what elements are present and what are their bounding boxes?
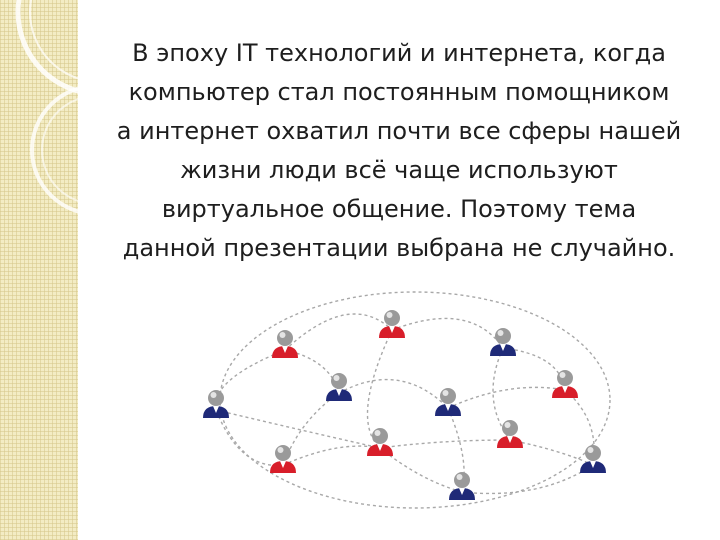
network-link (215, 409, 381, 449)
text-line: компьютер стал постоянным помощником (128, 78, 670, 106)
person-blue-icon (449, 472, 475, 500)
network-link (282, 445, 381, 466)
person-red-icon (379, 310, 405, 338)
person-blue-icon (580, 445, 606, 473)
network-link (379, 447, 463, 493)
network-link (379, 439, 511, 449)
text-line: данной презентации выбрана не случайно. (122, 234, 676, 262)
network-link (219, 291, 611, 509)
person-red-icon (270, 445, 296, 473)
slide-body-text: В эпоху IT технологий и интернета, когда… (94, 34, 704, 268)
text-line: виртуальное общение. Поэтому тема (161, 195, 637, 223)
network-link (214, 349, 286, 411)
network-link (282, 392, 340, 466)
network-link (509, 439, 594, 466)
network-people (203, 310, 606, 500)
text-line: В эпоху IT технологий и интернета, когда (132, 39, 666, 67)
network-links (214, 291, 611, 509)
person-blue-icon (203, 390, 229, 418)
person-blue-icon (326, 373, 352, 401)
person-blue-icon (435, 388, 461, 416)
network-link (215, 409, 284, 467)
person-blue-icon (490, 328, 516, 356)
network-link (447, 386, 566, 409)
person-red-icon (367, 428, 393, 456)
network-link (391, 317, 504, 349)
person-red-icon (272, 330, 298, 358)
person-red-icon (552, 370, 578, 398)
network-link (338, 378, 449, 409)
text-line: жизни люди всё чаще используют (180, 156, 618, 184)
ring-ornament-icon (15, 0, 78, 214)
decorative-side-strip (0, 0, 78, 540)
network-link (461, 464, 594, 495)
network-link (284, 313, 393, 351)
text-line: а интернет охватил почти все сферы нашей (116, 117, 682, 145)
person-red-icon (497, 420, 523, 448)
